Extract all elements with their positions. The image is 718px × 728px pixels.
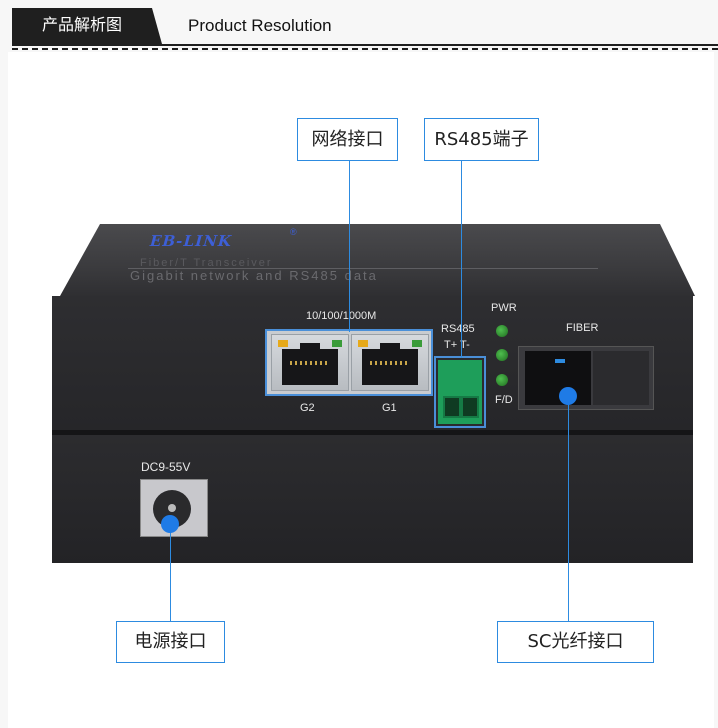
callout-network-port: 网络接口: [297, 118, 398, 161]
fiber-label: FIBER: [566, 322, 599, 334]
terminal-slot: [443, 396, 461, 418]
fd-label: F/D: [495, 394, 513, 406]
sc-key-mark: [555, 359, 565, 363]
callout-rs485-terminal: RS485端子: [424, 118, 539, 161]
link-led-icon: [496, 349, 508, 361]
ethernet-ports: [265, 329, 433, 396]
pwr-led-icon: [496, 325, 508, 337]
rj45-pins: [290, 361, 330, 365]
sc-fiber-port: [518, 346, 654, 410]
power-marker-icon: [161, 515, 179, 533]
rj45-pins: [370, 361, 410, 365]
rs485-pins-label: T+ T-: [444, 339, 470, 351]
speed-label: 10/100/1000M: [306, 310, 377, 322]
terminal-slot: [461, 396, 479, 418]
callout-power-port: 电源接口: [116, 621, 225, 663]
pwr-label: PWR: [491, 302, 517, 314]
led-yellow-icon: [358, 340, 368, 347]
dc-power-jack: [140, 479, 208, 537]
top-divider: [128, 268, 598, 269]
section-title: Product Resolution: [188, 16, 332, 35]
top-caption-1: Fiber/T Transceiver: [140, 257, 273, 269]
rj45-socket-icon: [282, 343, 338, 385]
device-top-surface: [60, 224, 695, 296]
header-dashed-rule: [12, 48, 718, 50]
terminal-body: [438, 360, 482, 424]
fiber-marker-icon: [559, 387, 577, 405]
callout-line-fiber: [568, 396, 569, 622]
fd-led-icon: [496, 374, 508, 386]
callout-line-rs485: [461, 160, 462, 358]
device-seam: [52, 430, 693, 435]
port-g2-label: G2: [300, 402, 315, 414]
sc-socket-icon: [525, 351, 591, 405]
rj45-port-g1: [351, 334, 429, 391]
header-rule: [12, 44, 718, 46]
port-g1-label: G1: [382, 402, 397, 414]
callout-line-power: [170, 524, 171, 622]
rs485-label: RS485: [441, 323, 475, 335]
rj45-port-g2: [271, 334, 349, 391]
sc-dust-cover: [593, 351, 649, 405]
callout-line-network: [349, 160, 350, 332]
dc-voltage-label: DC9-55V: [141, 460, 191, 474]
dc-pin-icon: [168, 504, 176, 512]
section-tab: 产品解析图: [12, 8, 162, 44]
top-caption-2: Gigabit network and RS485 data: [130, 268, 378, 283]
brand-registered-mark: ®: [290, 227, 297, 237]
brand-logo: EB-LINK: [147, 232, 235, 250]
led-yellow-icon: [278, 340, 288, 347]
callout-sc-fiber-port: SC光纤接口: [497, 621, 654, 663]
led-green-icon: [412, 340, 422, 347]
rj45-socket-icon: [362, 343, 418, 385]
rs485-terminal-block: [434, 356, 486, 428]
led-green-icon: [332, 340, 342, 347]
